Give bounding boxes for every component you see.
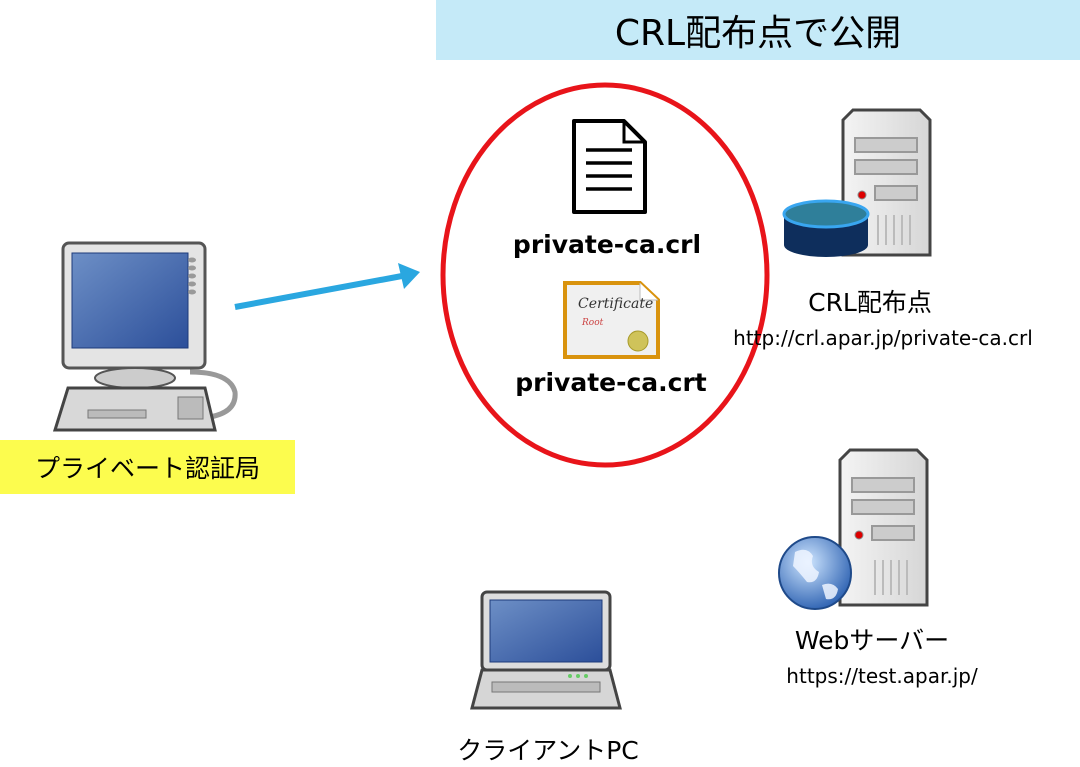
crl-file-name: private-ca.crl [512,230,702,259]
certificate-icon: Certificate Root [563,281,660,359]
banner-title: CRL配布点で公開 [614,13,902,54]
web-server-url: https://test.apar.jp/ [786,664,978,688]
publish-arrow [234,263,420,310]
web-server-label: Webサーバー [794,626,950,655]
certificate-icon-subtitle: Root [581,318,604,328]
private-ca-label-text: プライベート認証局 [34,454,260,483]
certificate-icon-title: Certificate [578,296,653,312]
database-server-icon [782,108,932,257]
laptop-icon [470,590,622,710]
desktop-computer-icon [52,241,238,432]
banner: CRL配布点で公開 [436,0,1080,60]
document-icon [572,119,647,214]
client-label: クライアントPC [457,736,639,765]
web-server-icon [778,448,929,610]
private-ca-label: プライベート認証局 [0,440,295,494]
crl-server-url: http://crl.apar.jp/private-ca.crl [733,326,1033,350]
highlight-ellipse [440,82,770,468]
crl-server-label: CRL配布点 [808,288,932,317]
crt-file-name: private-ca.crt [515,368,707,397]
